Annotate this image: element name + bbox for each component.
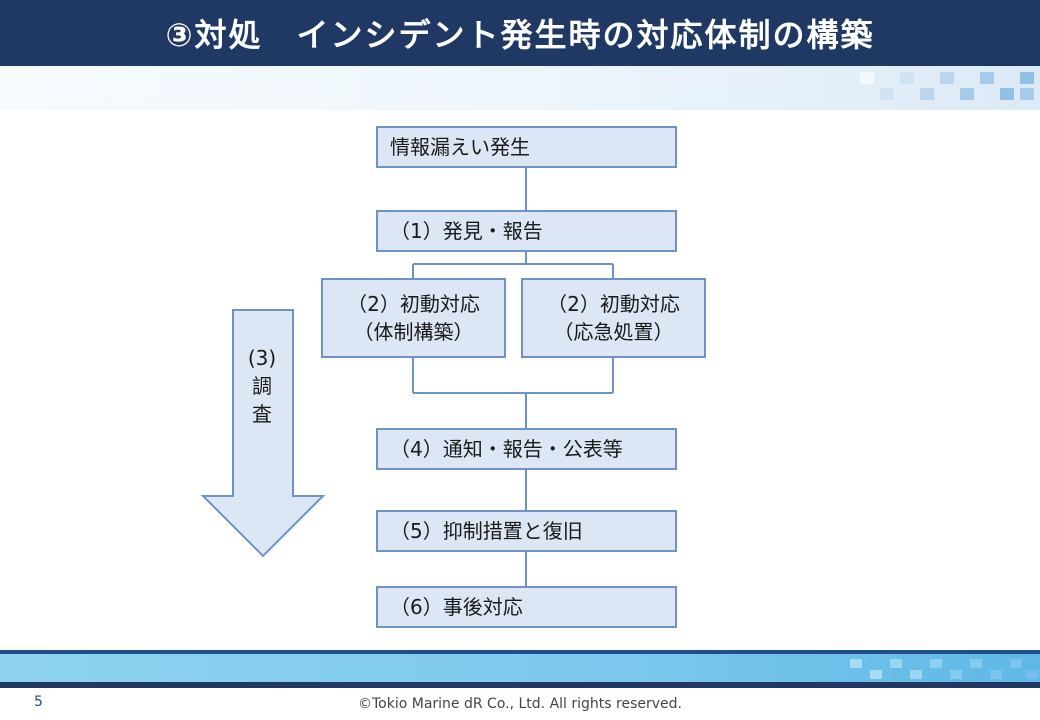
node-discovery-label: （1）発見・報告 [390, 219, 543, 243]
investigation-label-line1: (3) [247, 346, 277, 370]
investigation-arrow [200, 309, 326, 558]
footer-band-bottom-line [0, 682, 1040, 688]
title-bar: ③対処 インシデント発生時の対応体制の構築 [0, 0, 1040, 66]
decorative-tiles [860, 72, 1034, 100]
investigation-label-line3: 査 [252, 402, 272, 426]
node-initial-system-line2: （体制構築） [353, 320, 474, 344]
node-occurrence: 情報漏えい発生 [376, 126, 677, 168]
node-occurrence-label: 情報漏えい発生 [390, 135, 530, 159]
node-initial-system: （2）初動対応 （体制構築） [321, 278, 506, 358]
node-containment-label: （5）抑制措置と復旧 [390, 519, 583, 543]
incident-response-flow: (3) 調 査 情報漏えい発生 （1）発見・報告 （2）初動対応 （体制構築） … [0, 110, 1040, 650]
node-initial-emergency-line1: （2）初動対応 [547, 292, 680, 316]
flow-connectors [412, 168, 614, 586]
node-initial-emergency-line2: （応急処置） [553, 320, 674, 344]
node-initial-emergency: （2）初動対応 （応急処置） [521, 278, 706, 358]
investigation-label: (3) 調 査 [236, 344, 288, 428]
page-number: 5 [34, 694, 43, 710]
footer-decorative-tiles [850, 659, 1038, 679]
slide-title: ③対処 インシデント発生時の対応体制の構築 [165, 16, 875, 54]
footer-band [0, 650, 1040, 688]
footer-band-top-line [0, 650, 1040, 654]
node-aftercare: （6）事後対応 [376, 586, 677, 628]
copyright-text: ©Tokio Marine dR Co., Ltd. All rights re… [358, 696, 682, 712]
investigation-label-line2: 調 [252, 374, 272, 398]
node-notification-label: （4）通知・報告・公表等 [390, 437, 623, 461]
node-aftercare-label: （6）事後対応 [390, 595, 523, 619]
decorative-strip [0, 66, 1040, 110]
node-discovery: （1）発見・報告 [376, 210, 677, 252]
node-notification: （4）通知・報告・公表等 [376, 428, 677, 470]
node-containment: （5）抑制措置と復旧 [376, 510, 677, 552]
node-initial-system-line1: （2）初動対応 [347, 292, 480, 316]
